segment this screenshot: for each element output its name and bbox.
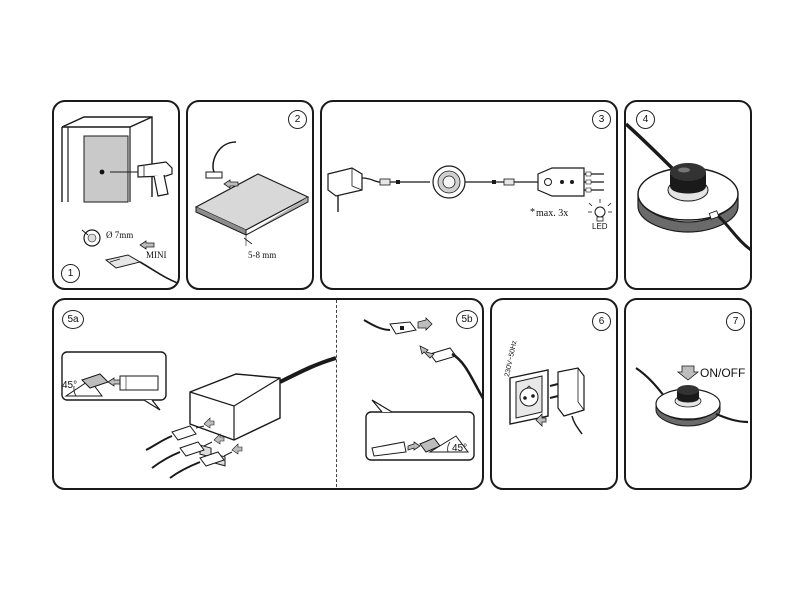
step-1-number: 1	[61, 264, 80, 283]
step-5b-number: 5b	[456, 310, 478, 329]
step-2-number: 2	[288, 110, 307, 129]
max-asterisk: *	[530, 207, 535, 218]
step-3-illustration	[327, 165, 612, 222]
drill-hole-icon	[99, 169, 105, 175]
step-4-illustration	[626, 122, 750, 251]
step-2-panel: 2 5-8 mm	[186, 100, 314, 290]
step-7-panel: 7 ON/OFF	[624, 298, 752, 490]
plug-in-arrow-icon	[535, 413, 547, 427]
board-thickness-label: 5-8 mm	[248, 250, 277, 260]
step-1-panel: 1 Ø 7mm MINI	[52, 100, 180, 290]
step-3-number: 3	[592, 110, 611, 129]
step-3-panel: 3 * max. 3x LED	[320, 100, 618, 290]
step-5a-illustration	[61, 317, 482, 479]
step-7-illustration	[635, 365, 749, 427]
shelf-board	[194, 173, 310, 231]
step-5-panel: 5a 5b 45° 45°	[52, 298, 484, 490]
hole-diameter-label: Ø 7mm	[106, 230, 134, 240]
foot-switch-icon	[637, 163, 739, 233]
wall-socket-icon	[509, 369, 549, 425]
power-adapter-icon	[549, 367, 585, 435]
step-5b-illustration	[363, 317, 482, 461]
angle-label-5a: 45°	[62, 380, 78, 391]
step-6-illustration	[509, 367, 585, 435]
foot-switch-icon	[655, 385, 721, 427]
drill-icon	[110, 161, 173, 197]
connector-type-label: MINI	[146, 250, 167, 260]
angle-label-5b: 45°	[452, 443, 468, 454]
distributor-icon	[537, 167, 604, 197]
on-off-label: ON/OFF	[700, 366, 746, 380]
step-7-number: 7	[726, 312, 745, 331]
step-6-number: 6	[592, 312, 611, 331]
led-bulb-icon	[588, 199, 612, 222]
press-arrow-icon	[676, 365, 700, 381]
power-adapter-icon	[327, 167, 391, 212]
insert-arrow-icon	[223, 179, 239, 189]
max-count-label: max. 3x	[536, 208, 569, 219]
step-4-panel: 4	[624, 100, 752, 290]
step-5a-number: 5a	[62, 310, 84, 329]
insert-arrow-icon	[139, 240, 155, 250]
step-5-divider	[336, 300, 337, 488]
step-2-illustration	[194, 141, 310, 246]
connector-plugs	[145, 417, 243, 479]
step-4-number: 4	[636, 110, 655, 129]
step-6-panel: 6 230V~50Hz	[490, 298, 618, 490]
round-switch-icon	[432, 165, 466, 199]
step-1-illustration	[61, 116, 178, 285]
led-label: LED	[592, 222, 608, 231]
